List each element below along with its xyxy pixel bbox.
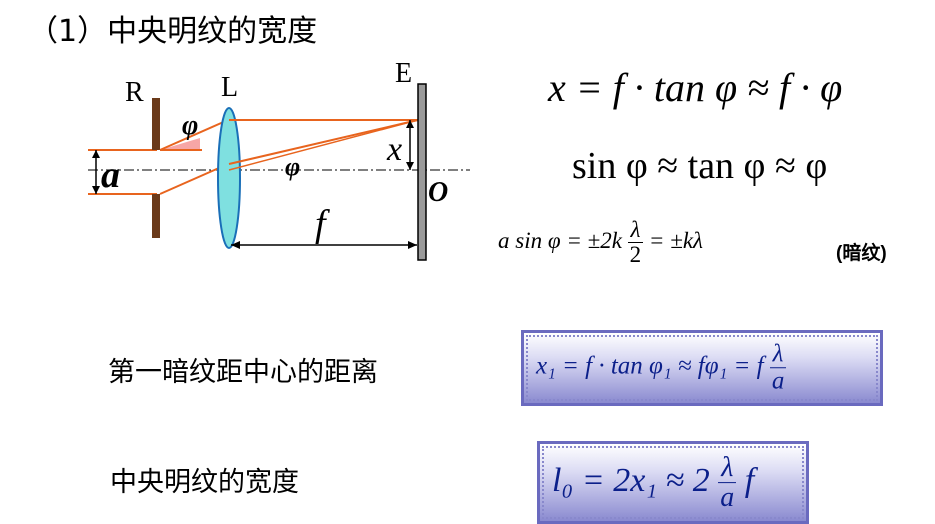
fraction-denominator: 2 [627,242,644,268]
label-f: f [315,203,330,245]
diffracted-ray-bottom [159,163,229,195]
first-dark-formula-box: x₁ = f · tan φ₁ ≈ fφ₁ = f λ a [521,330,883,406]
equation-x-tan: x = f · tan φ ≈ f · φ [548,65,843,110]
f-arrow-right [408,241,417,249]
first-dark-label: 第一暗纹距中心的距离 [108,357,378,388]
label-phi-lens: φ [285,152,300,181]
label-x: x [386,131,402,168]
diffracted-ray-top [159,119,229,151]
central-width-formula-box: l₀ = 2x₁ ≈ 2 λ a f [537,441,809,524]
screen [417,83,427,261]
central-width-label: 中央明纹的宽度 [110,467,299,498]
fraction-numerator: λ [630,217,641,242]
fraction-denominator: a [718,482,737,513]
first-dark-formula-left: x₁ = f · tan φ₁ ≈ fφ₁ = f [536,352,764,380]
dark-fringe-tag: (暗纹) [836,243,887,264]
a-arrow-top [92,150,100,158]
lens [217,107,241,249]
central-width-formula-left: l₀ = 2x₁ ≈ 2 [552,461,710,499]
slit-barrier-bottom [152,194,160,238]
fraction-numerator: λ [772,340,784,368]
label-a: a [101,154,120,196]
page-title: （1）中央明纹的宽度 [28,14,318,49]
fraction-denominator: a [769,367,787,395]
x-arrow-bottom [406,162,414,170]
chief-ray [228,119,419,171]
slit-barrier-top [152,98,160,150]
first-dark-fraction: λ a [769,340,787,395]
equation-dark-right: = ±kλ [648,227,703,253]
a-arrow-bottom [92,186,100,194]
label-O: O [428,177,448,208]
equation-dark-fraction: λ 2 [627,217,644,268]
equation-dark-left: a sin φ = ±2k [498,227,622,253]
label-R: R [125,77,144,108]
label-L: L [221,72,238,103]
angle-wedge [160,138,200,150]
focused-ray-bottom [228,119,419,165]
label-phi-slit: φ [182,110,198,141]
central-width-formula-right: f [744,461,755,499]
f-arrow-left [231,241,240,249]
x-arrow-top [406,120,414,128]
fraction-numerator: λ [721,451,734,483]
equation-small-angle: sin φ ≈ tan φ ≈ φ [572,145,828,187]
equation-dark-fringe: a sin φ = ±2k λ 2 = ±kλ [498,217,703,268]
central-width-fraction: λ a [718,451,737,513]
label-E: E [395,58,412,89]
